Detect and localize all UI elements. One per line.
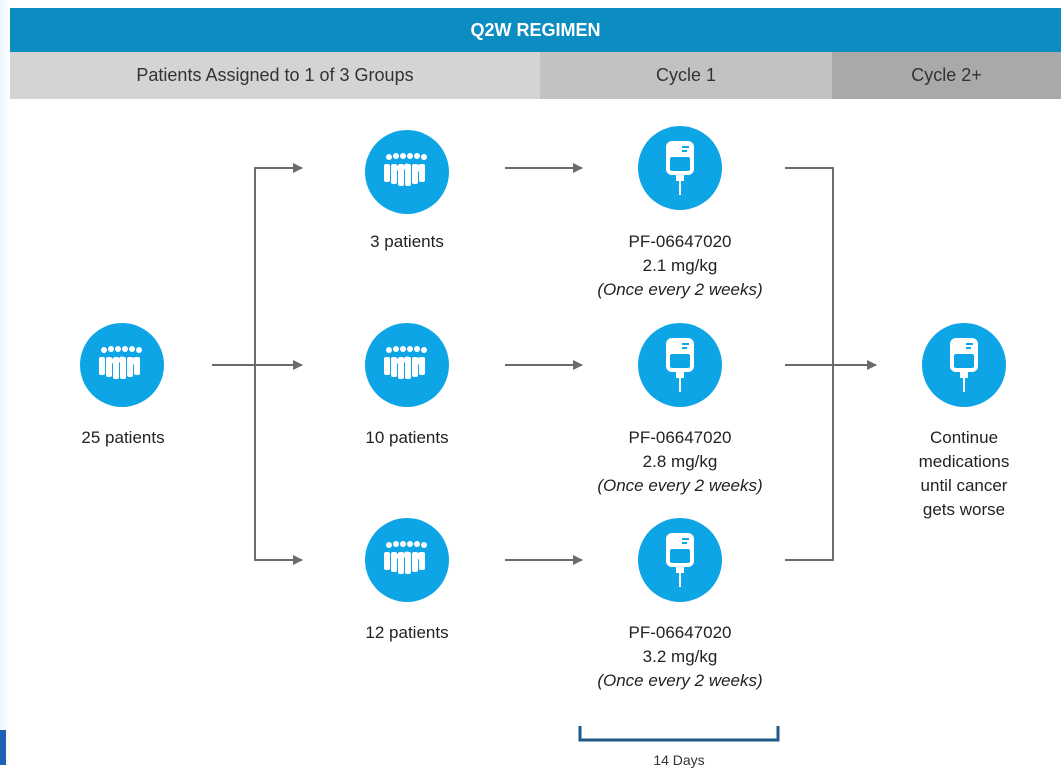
patients-group-icon	[365, 323, 449, 407]
column-header-cycle-1: Cycle 1	[540, 52, 832, 99]
left-edge-tab	[0, 730, 6, 765]
group-2-dose: 2.8 mg/kg	[642, 452, 718, 471]
patients-group-icon	[80, 323, 164, 407]
column-header-groups-label: Patients Assigned to 1 of 3 Groups	[136, 65, 414, 85]
group-1-drug: PF-06647020	[628, 232, 732, 251]
group-2-drug: PF-06647020	[628, 428, 732, 447]
iv-bag-icon	[922, 323, 1006, 407]
duration-bracket	[578, 726, 780, 742]
iv-bag-icon	[638, 323, 722, 407]
continue-line-1: Continue	[929, 428, 999, 447]
patients-group-icon	[365, 130, 449, 214]
group-2-patients: 10 patients	[365, 428, 449, 447]
continue-line-4: gets worse	[922, 500, 1006, 519]
group-1-patients: 3 patients	[370, 232, 444, 251]
group-1-label: 3 patients	[332, 230, 482, 254]
regimen-banner: Q2W REGIMEN	[10, 8, 1061, 52]
group-3-drug: PF-06647020	[628, 623, 732, 642]
split-bracket	[254, 167, 302, 561]
group-3-dose: 3.2 mg/kg	[642, 647, 718, 666]
group-2-label: 10 patients	[332, 426, 482, 450]
group-1-dose: 2.1 mg/kg	[642, 256, 718, 275]
column-header-cycle-2-label: Cycle 2+	[911, 65, 982, 85]
group-1-frequency: (Once every 2 weeks)	[597, 280, 763, 299]
start-patients-count: 25 patients	[81, 428, 165, 447]
cycle-1-group-3-label: PF-06647020 3.2 mg/kg (Once every 2 week…	[580, 621, 780, 693]
group-2-frequency: (Once every 2 weeks)	[597, 476, 763, 495]
continue-line-2: medications	[918, 452, 1010, 471]
group-3-frequency: (Once every 2 weeks)	[597, 671, 763, 690]
column-header-groups: Patients Assigned to 1 of 3 Groups	[10, 52, 540, 99]
group-3-label: 12 patients	[332, 621, 482, 645]
cycle-1-group-2-label: PF-06647020 2.8 mg/kg (Once every 2 week…	[580, 426, 780, 498]
iv-bag-icon	[638, 518, 722, 602]
patients-group-icon	[365, 518, 449, 602]
duration-label: 14 Days	[653, 752, 705, 768]
column-header-cycle-1-label: Cycle 1	[655, 65, 717, 85]
left-edge-accent	[0, 0, 10, 765]
cycle-1-group-1-label: PF-06647020 2.1 mg/kg (Once every 2 week…	[580, 230, 780, 302]
continue-label: Continue medications until cancer gets w…	[889, 426, 1039, 522]
group-3-patients: 12 patients	[365, 623, 449, 642]
continue-line-3: until cancer	[920, 476, 1008, 495]
iv-bag-icon	[638, 126, 722, 210]
column-header-cycle-2: Cycle 2+	[832, 52, 1061, 99]
regimen-title: Q2W REGIMEN	[470, 19, 601, 40]
start-label: 25 patients	[48, 426, 198, 450]
